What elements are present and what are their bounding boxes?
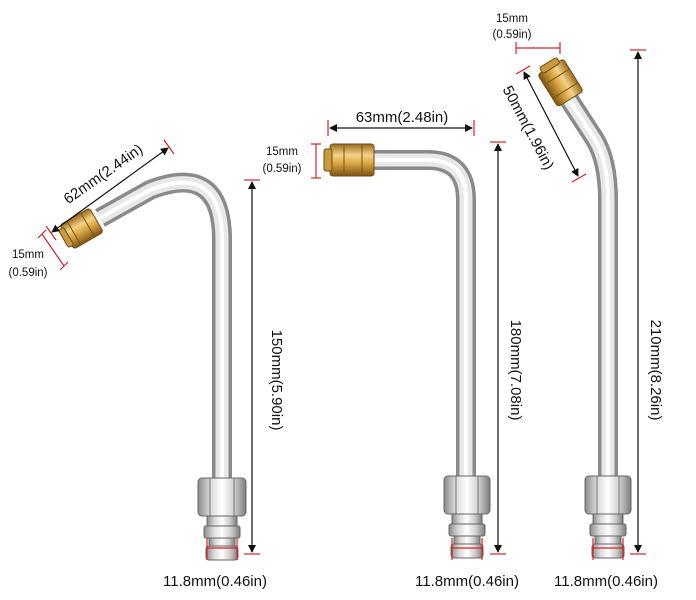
wand-2-tube — [372, 150, 476, 480]
wand-1-brass-nozzle — [58, 208, 103, 249]
wand-2-quick-connect-plug — [448, 513, 486, 559]
wand-1-nozzle-dimension-line — [41, 233, 65, 267]
wand-2-length-label: 180mm(7.08in) — [507, 320, 524, 421]
wand-2-base-width-label: 11.8mm(0.46in) — [415, 573, 519, 590]
wand-3-hex-nut — [584, 475, 632, 515]
wand-1-nozzle-width-in-label: (0.59in) — [9, 267, 48, 279]
wand-2: 180mm(7.08in) 63mm(2.48in) 15mm (0.59in)… — [263, 109, 525, 590]
wand-3-tip-length-label: 50mm(1.96in) — [499, 83, 557, 173]
wand-3-base-width-label: 11.8mm(0.46in) — [554, 573, 658, 590]
wand-1-tip-dimension-line — [51, 147, 169, 233]
wand-1-nozzle-width-label: 15mm — [12, 249, 44, 261]
wand-1-base-width-label: 11.8mm(0.46in) — [163, 573, 267, 590]
wand-2-hex-nut — [443, 475, 491, 515]
wand-3-tip-dimension-line — [523, 71, 579, 177]
wand-3-nozzle-width-in-label: (0.59in) — [493, 29, 532, 41]
wand-1: 150mm(5.90in) 62mm(2.44in) 15mm (0.59in)… — [9, 139, 285, 590]
wand-3-quick-connect-plug — [589, 513, 627, 559]
wand-3-nozzle-width-label: 15mm — [496, 13, 528, 25]
wand-2-tip-length-label: 63mm(2.48in) — [356, 109, 449, 126]
wand-3: 210mm(8.26in) 50mm(1.96in) 15mm (0.59in)… — [493, 13, 665, 590]
wand-2-nozzle-width-label: 15mm — [266, 146, 298, 158]
wand-2-brass-nozzle — [323, 143, 375, 177]
wand-2-nozzle-width-in-label: (0.59in) — [263, 163, 302, 175]
wand-1-hex-nut — [197, 477, 247, 517]
wand-3-length-label: 210mm(8.26in) — [647, 320, 664, 421]
wand-1-quick-connect-plug — [203, 515, 241, 561]
wand-1-length-label: 150mm(5.90in) — [268, 330, 285, 431]
wand-1-tube — [95, 172, 232, 480]
